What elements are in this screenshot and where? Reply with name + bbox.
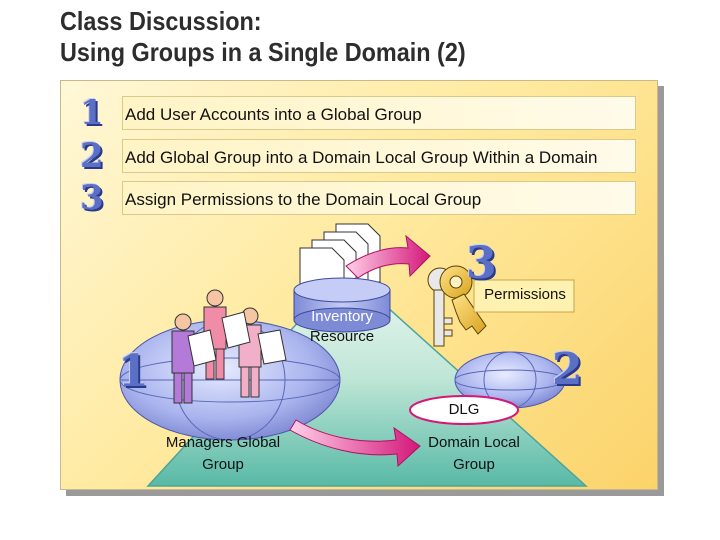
- dlg-label: DLG: [448, 401, 480, 418]
- resource-label-line-1: Inventory: [311, 308, 373, 325]
- step-bar-3: [122, 181, 636, 215]
- step-text-1: Add User Accounts into a Global Group: [125, 105, 422, 124]
- step-number-1: 1: [80, 93, 104, 133]
- slide-title: Class Discussion: Using Groups in a Sing…: [60, 6, 466, 68]
- global-group-label-line-1: Managers Global: [165, 434, 281, 451]
- dlg-badge: [409, 395, 519, 425]
- step-number-2: 2: [80, 136, 104, 176]
- domain-local-label-line-1: Domain Local: [428, 434, 520, 451]
- person-figure-1: [171, 313, 195, 404]
- step-number-3: 3: [80, 178, 104, 218]
- marker-permissions: 3: [466, 238, 497, 289]
- resource-label-line-2: Resource: [309, 328, 375, 345]
- domain-local-label-line-2: Group: [453, 456, 495, 473]
- step-text-2: Add Global Group into a Domain Local Gro…: [125, 148, 598, 167]
- step-bar-2: [122, 139, 636, 173]
- step-bar-1: [122, 96, 636, 130]
- keys-icon: [427, 265, 487, 347]
- arrow-to-permissions-icon: [345, 234, 431, 279]
- marker-global-group: 1: [118, 346, 149, 397]
- resource-cylinder-icon: [293, 277, 391, 333]
- paper-icon: [187, 311, 287, 367]
- title-line-1: Class Discussion:: [60, 6, 262, 36]
- step-text-3: Assign Permissions to the Domain Local G…: [125, 190, 482, 209]
- arrow-to-domain-local-icon: [289, 419, 421, 468]
- permissions-label: Permissions: [484, 286, 566, 303]
- marker-domain-local-group: 2: [552, 344, 583, 395]
- title-line-2: Using Groups in a Single Domain (2): [60, 37, 466, 67]
- permissions-box: [473, 279, 575, 313]
- global-group-label-line-2: Group: [202, 456, 244, 473]
